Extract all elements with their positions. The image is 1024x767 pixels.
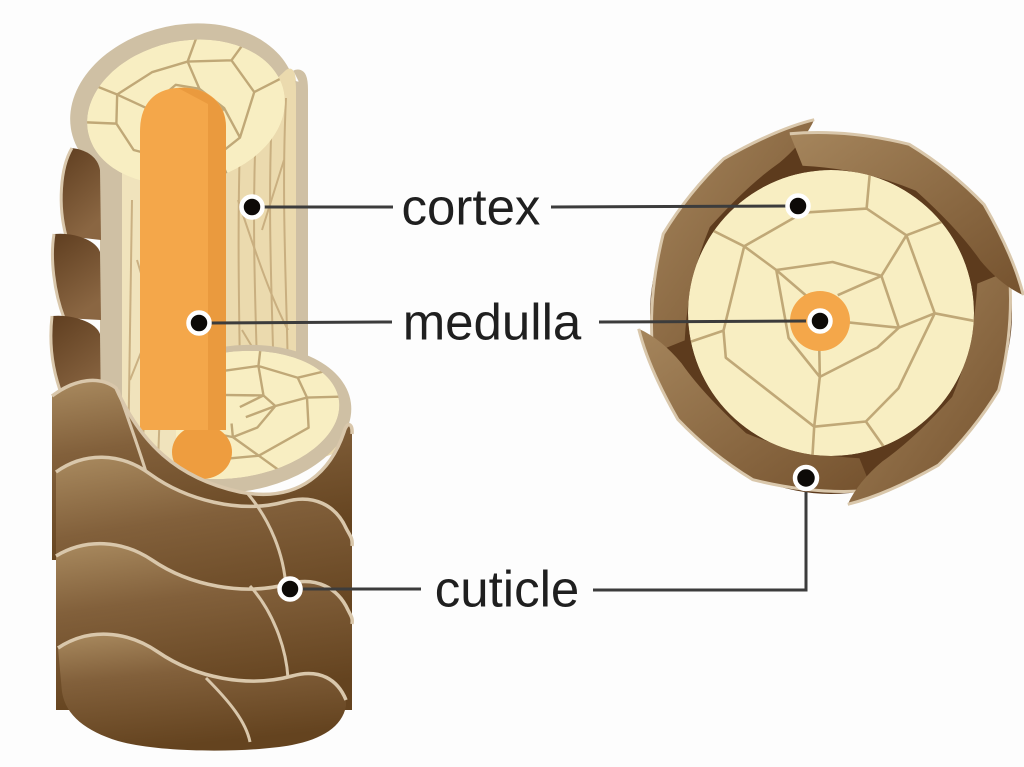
cross-section-illustration bbox=[637, 118, 1024, 506]
cuticle-scale-rows bbox=[50, 378, 354, 751]
cuticle-marker-shaft bbox=[277, 576, 303, 602]
cuticle-flap-edge bbox=[650, 118, 815, 354]
medulla-rod-base bbox=[172, 425, 232, 479]
cuticle-marker-section bbox=[792, 464, 820, 492]
medulla-marker-shaft bbox=[186, 310, 212, 336]
medulla-marker-section bbox=[807, 308, 833, 334]
medulla-leader-right bbox=[598, 319, 807, 324]
cortex-marker-section bbox=[785, 193, 811, 219]
medulla-rod-shade bbox=[178, 87, 226, 431]
marker-dots bbox=[186, 193, 833, 602]
cuticle-swirl-flaps bbox=[637, 118, 1024, 506]
cortex-label: cortex bbox=[401, 178, 541, 236]
cuticle-slivers bbox=[49, 147, 101, 412]
hair-shaft-illustration bbox=[49, 23, 354, 751]
cortex-leader-right bbox=[550, 204, 792, 209]
cuticle-label: cuticle bbox=[434, 560, 580, 618]
leader-lines bbox=[210, 204, 808, 592]
medulla-label: medulla bbox=[402, 293, 582, 351]
medulla-leader-left bbox=[210, 320, 393, 325]
cuticle-flap bbox=[847, 271, 1010, 505]
cuticle-flap-edge bbox=[789, 131, 1024, 296]
medulla-rod bbox=[140, 87, 226, 431]
cuticle-flap-edge bbox=[847, 270, 1012, 506]
cuticle-leader-right bbox=[593, 492, 808, 592]
cortex-marker-shaft bbox=[239, 194, 265, 220]
cuticle-flap bbox=[638, 328, 872, 491]
cuticle-flap bbox=[790, 133, 1024, 296]
cuticle-flap-edge bbox=[637, 328, 873, 493]
